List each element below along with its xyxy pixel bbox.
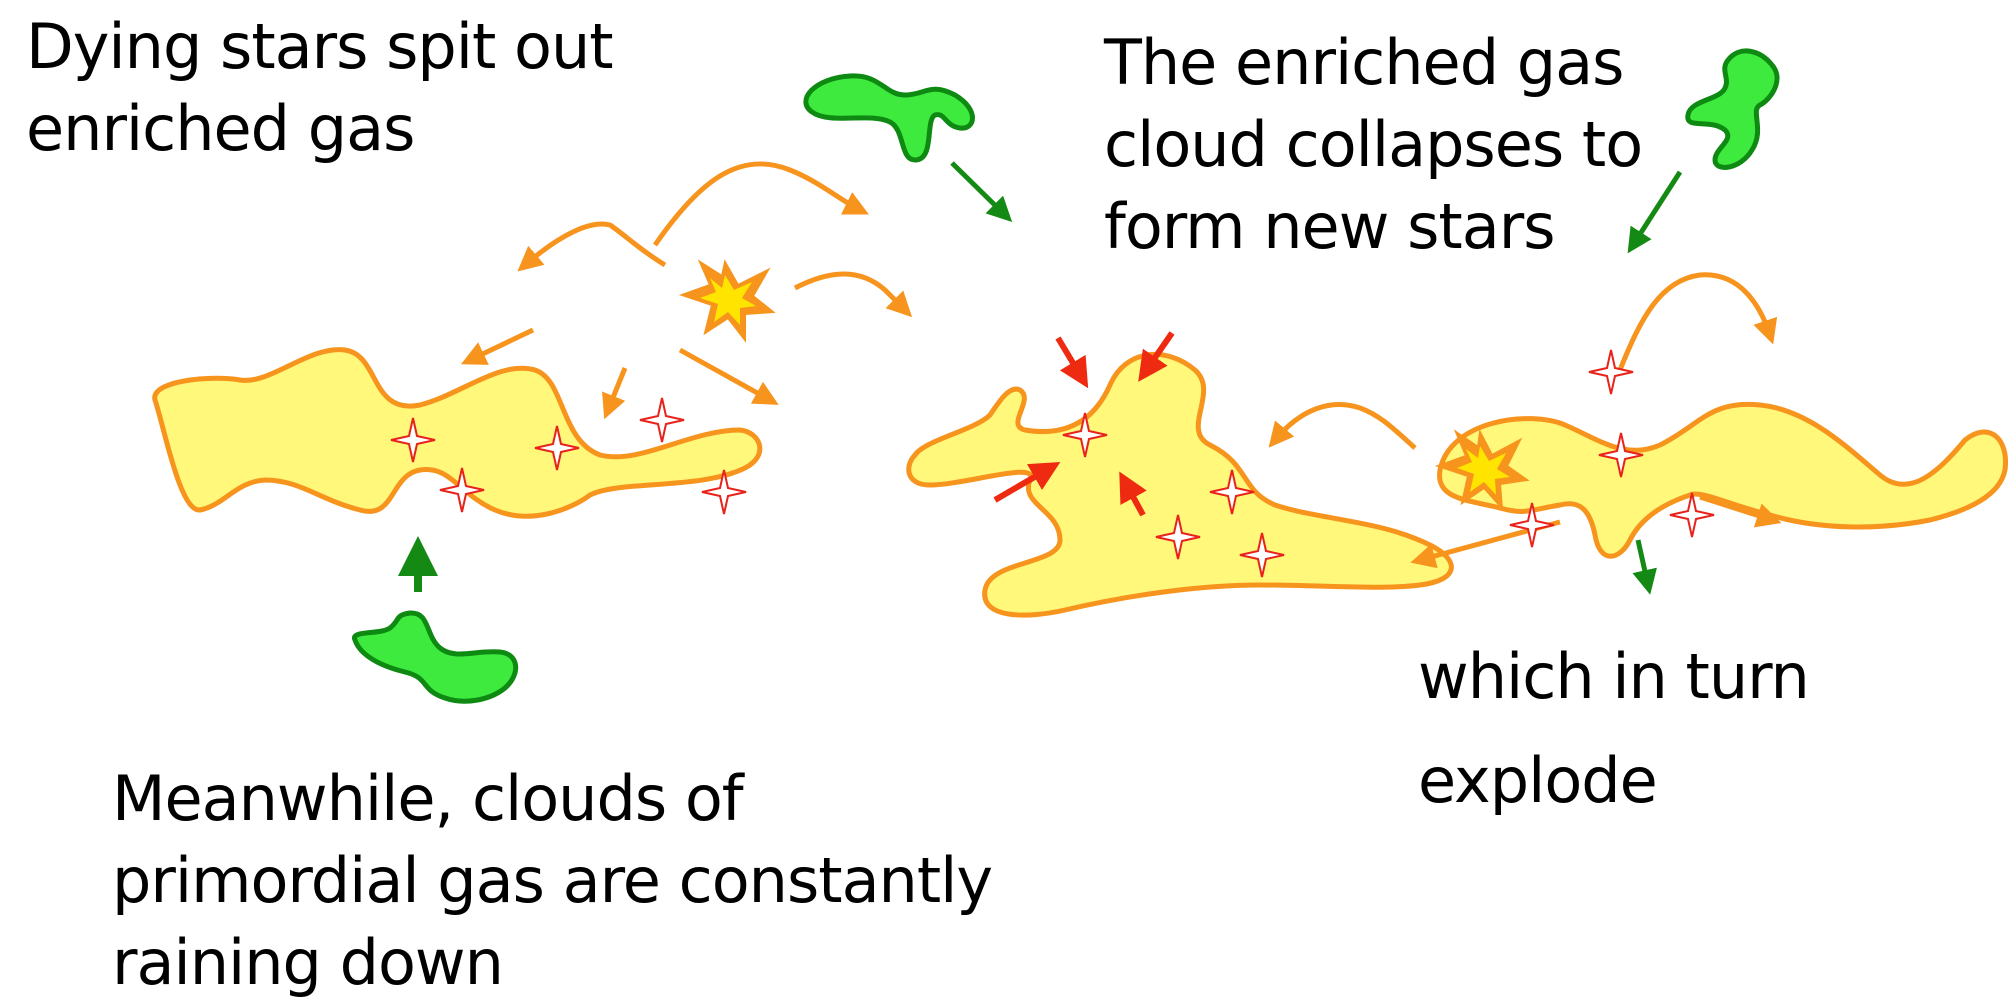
label-line: which in turn: [1418, 625, 1809, 729]
primordial-gas-cloud-top: [806, 76, 973, 160]
label-line: Meanwhile, clouds of: [112, 758, 992, 840]
gas-cloud-middle: [909, 354, 1452, 615]
label-line: primordial gas are constantly: [112, 840, 992, 922]
enriched-arrow: [795, 274, 905, 310]
label-line: cloud collapses to: [1104, 104, 1642, 186]
enriched-arrow: [1275, 405, 1415, 448]
label-cloud-collapses: The enriched gas cloud collapses to form…: [1104, 22, 1642, 268]
label-line: enriched gas: [26, 88, 613, 170]
collapse-arrow: [1058, 338, 1082, 378]
label-line: The enriched gas: [1104, 22, 1642, 104]
infall-arrow: [952, 163, 1005, 215]
primordial-gas-cloud-right: [1688, 51, 1777, 167]
explosion-left: [682, 262, 773, 340]
enriched-arrow: [655, 164, 860, 245]
label-line: raining down: [112, 922, 992, 1004]
label-explode: which in turn explode: [1418, 625, 1809, 833]
enriched-arrow: [680, 350, 770, 400]
primordial-gas-cloud-bottom: [354, 613, 515, 701]
label-line: Dying stars spit out: [26, 6, 613, 88]
enriched-arrow: [608, 368, 625, 410]
new-star-icon: [640, 398, 684, 442]
enriched-arrow: [525, 224, 665, 265]
label-dying-stars: Dying stars spit out enriched gas: [26, 6, 613, 170]
label-meanwhile: Meanwhile, clouds of primordial gas are …: [112, 758, 992, 1004]
enriched-arrow: [1620, 275, 1770, 370]
enriched-arrow: [470, 330, 533, 360]
label-line: form new stars: [1104, 186, 1642, 268]
label-line: explode: [1418, 729, 1809, 833]
infall-arrow: [1638, 540, 1648, 585]
